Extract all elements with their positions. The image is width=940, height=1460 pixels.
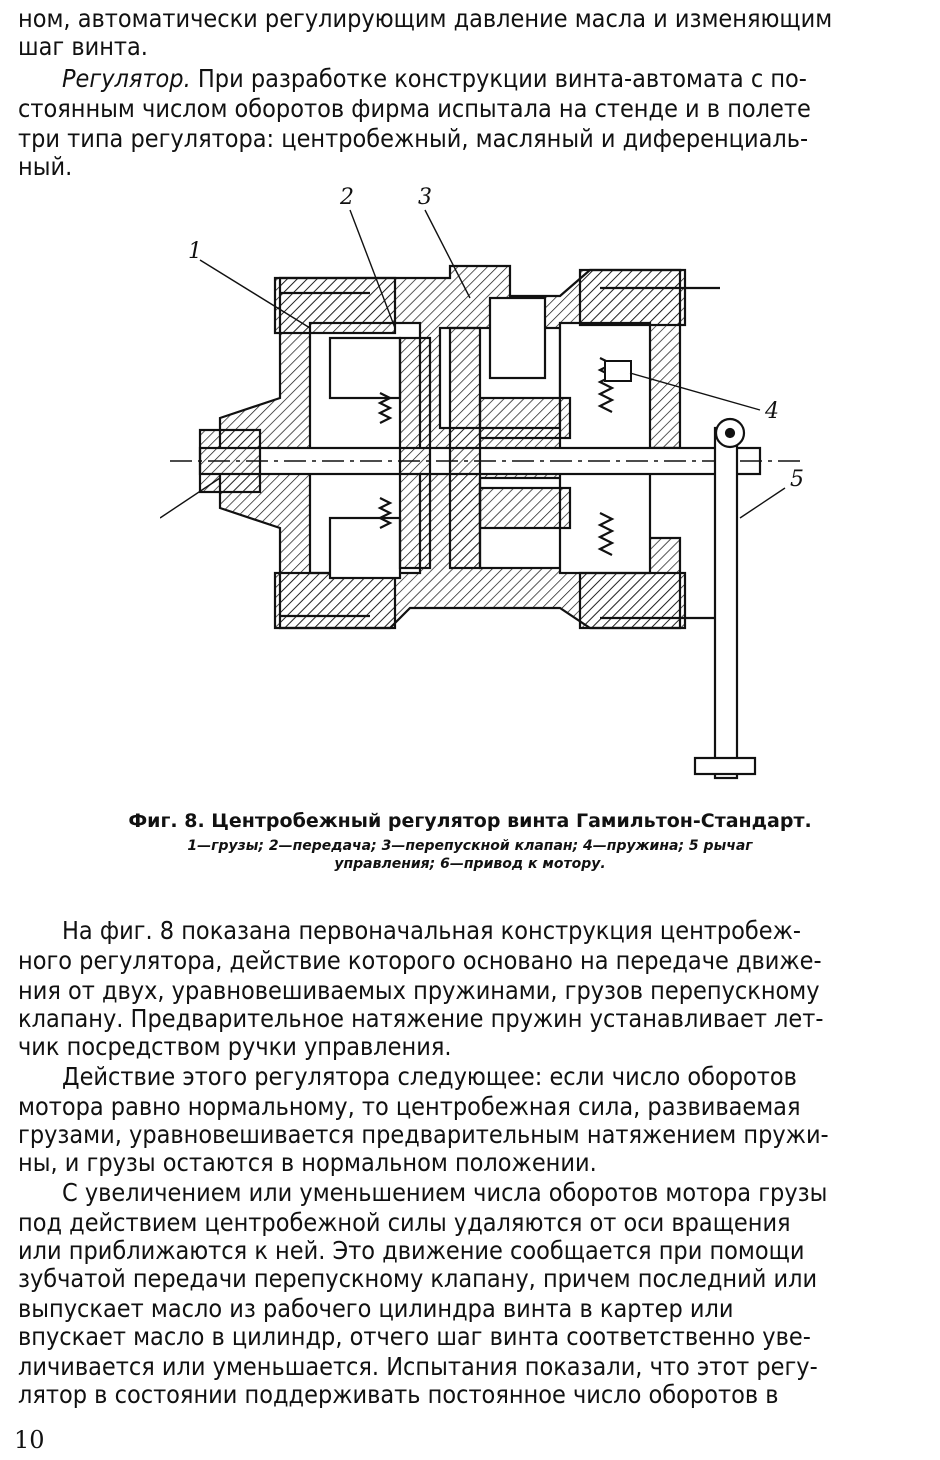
text-line: шаг винта. <box>18 32 148 61</box>
text-line: стоянным числом оборотов фирма испытала … <box>18 94 811 123</box>
text-line: три типа регулятора: центробежный, масля… <box>18 124 809 153</box>
text-line: ный. <box>18 152 73 181</box>
text-line: зубчатой передачи перепускному клапану, … <box>18 1264 818 1293</box>
text-line: мотора равно нормальному, то центробежна… <box>18 1092 801 1121</box>
text-line: С увеличением или уменьшением числа обор… <box>62 1178 828 1207</box>
text-line: Действие этого регулятора следующее: есл… <box>62 1062 797 1091</box>
page-number: 10 <box>14 1426 45 1454</box>
text-line: впускает масло в цилиндр, отчего шаг вин… <box>18 1322 811 1351</box>
text-line: под действием центробежной силы удаляютс… <box>18 1208 791 1237</box>
text-line: выпускает масло из рабочего цилиндра вин… <box>18 1294 734 1323</box>
text-line: На фиг. 8 показана первоначальная констр… <box>62 916 802 945</box>
text-line: Регулятор. При разработке конструкции ви… <box>62 64 920 94</box>
text-line: ния от двух, уравновешиваемых пружинами,… <box>18 976 820 1005</box>
text-line: чик посредством ручки управления. <box>18 1032 452 1061</box>
callout-3: 3 <box>418 185 432 210</box>
callout-5: 5 <box>790 467 804 492</box>
figure-legend-line: 1—грузы; 2—передача; 3—перепускной клапа… <box>187 838 753 854</box>
text-line: лятор в состоянии поддерживать постоянно… <box>18 1380 779 1409</box>
paragraph-lead-italic: Регулятор. <box>62 64 191 93</box>
text-line: клапану. Предварительное натяжение пружи… <box>18 1004 824 1033</box>
text-line: или приближаются к ней. Это движение соо… <box>18 1236 805 1265</box>
callout-2: 2 <box>339 185 354 210</box>
callout-4: 4 <box>764 399 779 424</box>
text-fragment: При разработке конструкции винта-автомат… <box>197 64 807 93</box>
text-line: личивается или уменьшается. Испытания по… <box>18 1352 818 1381</box>
text-line: ного регулятора, действие которого основ… <box>18 946 822 975</box>
text-line: ны, и грузы остаются в нормальном положе… <box>18 1148 597 1177</box>
figure-legend-line: управления; 6—привод к мотору. <box>334 856 606 872</box>
callout-1: 1 <box>188 239 202 264</box>
text-line: ном, автоматически регулирующим давление… <box>18 4 833 33</box>
text-line: грузами, уравновешивается предварительны… <box>18 1120 829 1149</box>
regulator-cross-section-drawing: 1 2 3 4 5 6 <box>160 185 804 780</box>
figure-caption: Фиг. 8. Центробежный регулятор винта Гам… <box>128 810 812 832</box>
